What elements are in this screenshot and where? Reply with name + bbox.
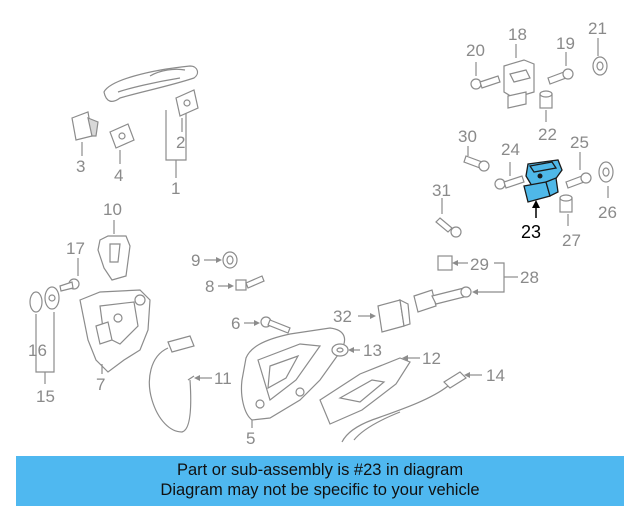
callout-16: 16 — [28, 341, 47, 360]
callout-4: 4 — [114, 166, 123, 185]
callout-15: 15 — [36, 387, 55, 406]
callout-11: 11 — [214, 369, 232, 388]
callout-12: 12 — [422, 349, 441, 368]
part-switch-32 — [377, 298, 411, 333]
part-bolt-30 — [463, 155, 490, 172]
callout-7: 7 — [96, 375, 105, 394]
part-cable-14 — [341, 371, 467, 443]
callout-3: 3 — [76, 157, 85, 176]
part-washer-21 — [592, 56, 608, 76]
part-screw-17 — [59, 278, 80, 292]
part-outside-handle — [103, 65, 199, 102]
callout-20: 20 — [466, 41, 485, 60]
part-hinge-18 — [503, 59, 535, 109]
info-banner: Part or sub-assembly is #23 in diagram D… — [16, 456, 624, 506]
callout-31: 31 — [432, 181, 451, 200]
callout-18: 18 — [508, 25, 527, 44]
banner-line-2: Diagram may not be specific to your vehi… — [160, 481, 480, 499]
callout-25: 25 — [570, 133, 589, 152]
part-cable-11 — [148, 335, 195, 433]
callout-32: 32 — [333, 307, 352, 326]
part-washer-13 — [331, 343, 349, 357]
part-washer-26 — [598, 161, 614, 183]
part-gasket — [109, 123, 135, 149]
part-bolt-19 — [547, 68, 574, 85]
part-seal-16 — [29, 286, 60, 313]
callout-27: 27 — [562, 231, 581, 250]
callout-8: 8 — [205, 277, 214, 296]
callout-21: 21 — [588, 19, 607, 38]
callout-24: 24 — [501, 140, 520, 159]
callout-19: 19 — [556, 34, 575, 53]
part-door-latch — [79, 289, 151, 373]
part-bolt-25 — [565, 172, 592, 189]
part-check-strap — [413, 255, 472, 313]
callout-22: 22 — [538, 125, 557, 144]
callout-5: 5 — [246, 429, 255, 448]
part-screw-8 — [235, 275, 265, 291]
callout-28: 28 — [520, 268, 539, 287]
part-handle-bracket — [97, 235, 131, 281]
part-hinge-23 — [523, 159, 563, 203]
part-panel-12 — [319, 357, 411, 425]
part-cylinder-cover — [71, 111, 99, 141]
part-handle-cap — [175, 89, 199, 117]
parts-diagram: 1 2 3 4 10 9 8 6 — [28, 19, 617, 448]
part-door-module — [240, 327, 346, 421]
callout-2: 2 — [176, 133, 185, 152]
callout-30: 30 — [458, 127, 477, 146]
part-bolt-24 — [494, 175, 525, 190]
callout-9: 9 — [191, 251, 200, 270]
callout-29: 29 — [470, 255, 489, 274]
callout-23: 23 — [521, 222, 541, 242]
callout-10: 10 — [103, 200, 122, 219]
part-bushing-22 — [539, 90, 553, 109]
callout-26: 26 — [598, 203, 617, 222]
callout-6: 6 — [231, 314, 240, 333]
callout-14: 14 — [486, 366, 505, 385]
callout-1: 1 — [171, 179, 180, 198]
part-bushing-27 — [559, 194, 573, 213]
banner-line-1: Part or sub-assembly is #23 in diagram — [176, 461, 464, 479]
part-grommet — [222, 251, 238, 269]
part-bolt-31 — [435, 217, 462, 238]
part-bolt-6 — [260, 316, 291, 334]
callout-13: 13 — [363, 341, 382, 360]
part-bolt-20 — [470, 75, 501, 90]
callout-17: 17 — [66, 239, 85, 258]
